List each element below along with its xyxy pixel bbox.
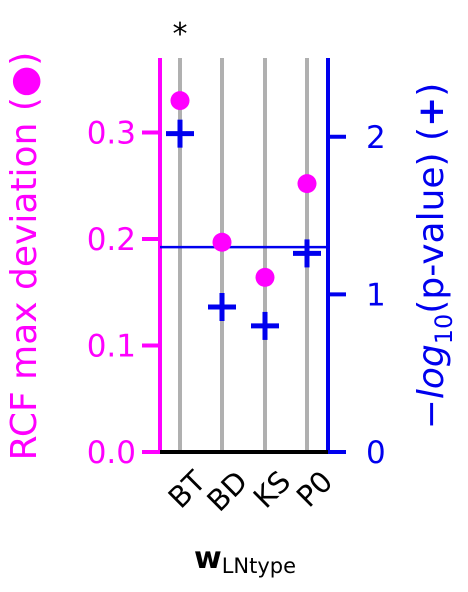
right-tick-label: 0 <box>366 435 386 471</box>
x-axis-label: wLNtype <box>194 541 296 578</box>
left-tick-label: 0.1 <box>87 329 136 365</box>
pvalue-plus-bd <box>208 293 236 322</box>
right-axis-ticks: 0 1 2 <box>328 120 386 471</box>
right-axis-label: −log10(p-value) (+) <box>411 83 458 430</box>
pvalue-plus-bt <box>166 119 194 148</box>
right-tick-label: 1 <box>366 277 386 313</box>
left-axis-label: RCF max deviation (●) <box>4 52 45 461</box>
left-tick-label: 0.2 <box>87 222 136 258</box>
right-tick-label: 2 <box>366 120 386 156</box>
left-tick-label: 0.0 <box>87 435 136 471</box>
left-tick-label: 0.3 <box>87 116 136 152</box>
significance-marker-bt: * <box>173 17 188 52</box>
significance-annotations: * <box>173 17 188 52</box>
x-tick-label-p0: P0 <box>290 464 339 513</box>
pvalue-plus-p0 <box>293 239 321 268</box>
pvalue-plus-ks <box>251 311 279 340</box>
deviation-point-p0 <box>297 174 317 194</box>
grid-lines <box>178 58 309 452</box>
deviation-point-ks <box>255 267 275 287</box>
left-axis-ticks: 0.0 0.1 0.2 0.3 <box>87 116 160 471</box>
data-marks <box>166 91 321 340</box>
deviation-point-bt <box>170 91 190 111</box>
deviation-point-bd <box>212 232 232 252</box>
